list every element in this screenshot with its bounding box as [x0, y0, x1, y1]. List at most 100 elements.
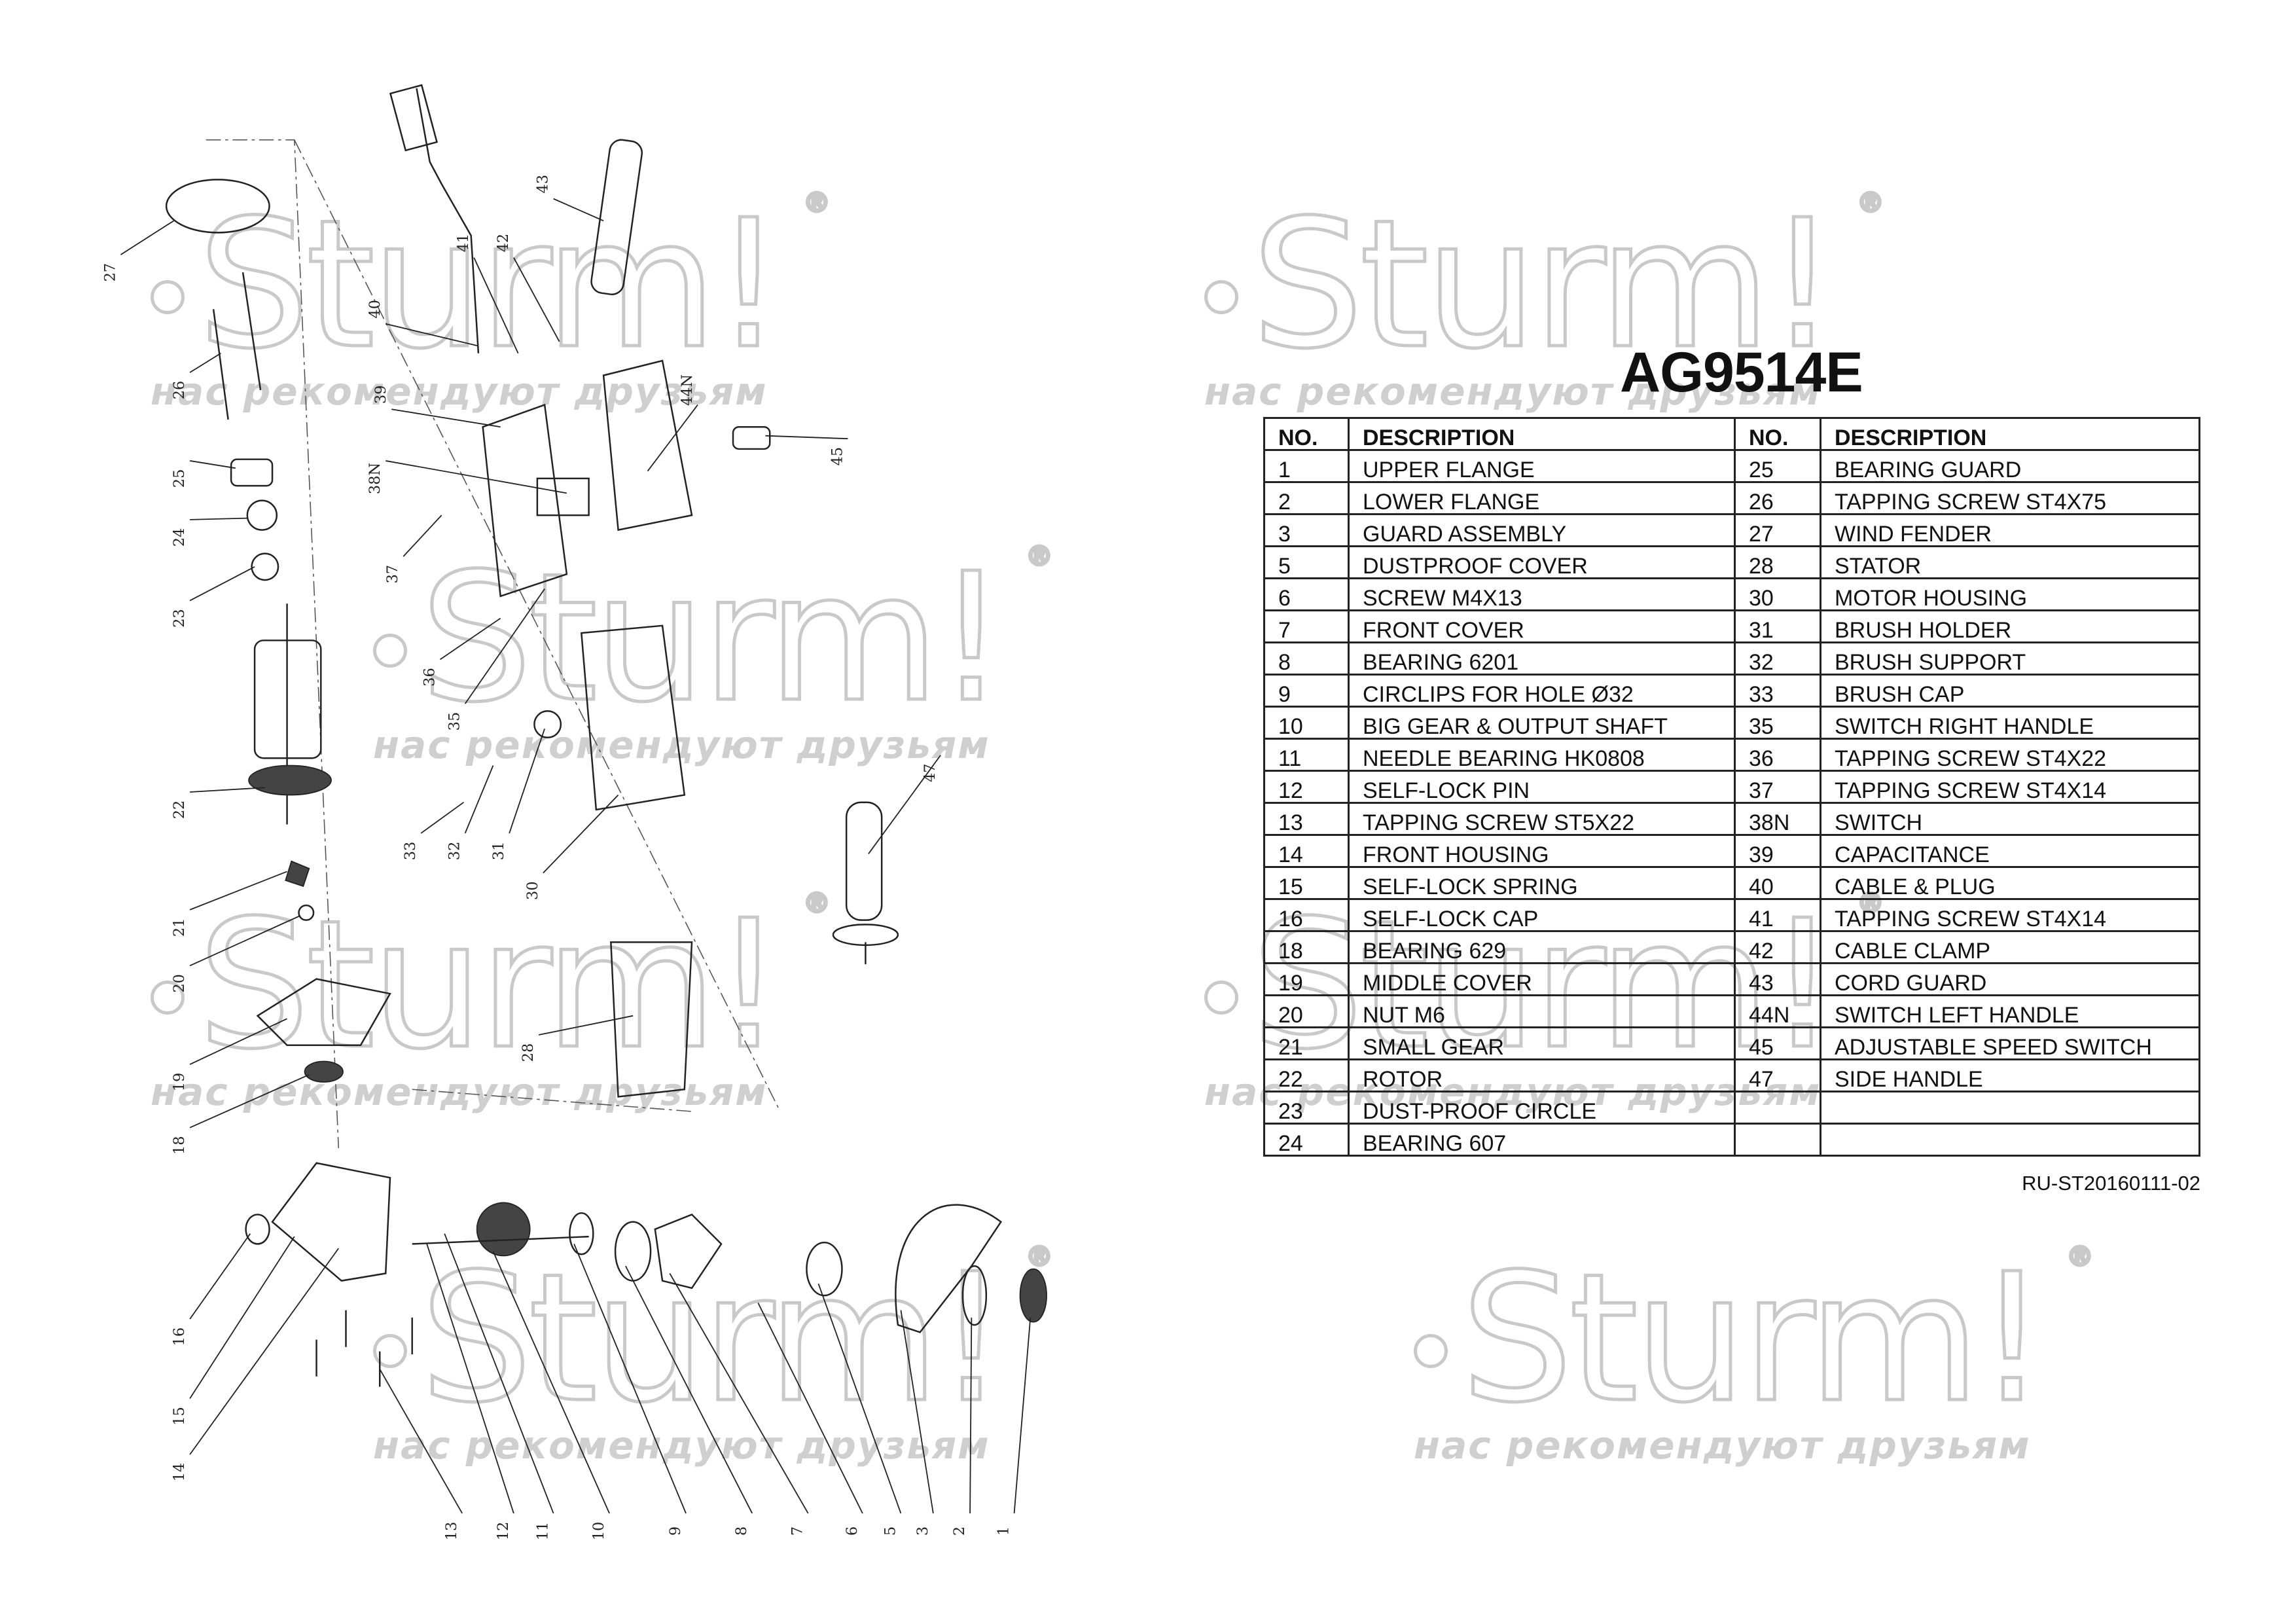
part-number: 1 [1263, 449, 1350, 483]
callout-leader-line [190, 517, 247, 520]
part-description: BEARING 607 [1348, 1123, 1736, 1157]
callout-label: 25 [171, 469, 188, 488]
bearing-607 [246, 499, 278, 531]
part-description: STATOR [1820, 545, 2200, 579]
callout-label: 38N [367, 463, 384, 494]
part-number: 3 [1263, 513, 1350, 547]
document-code: RU-ST20160111-02 [2022, 1172, 2200, 1195]
part-description: CABLE & PLUG [1820, 866, 2200, 900]
part-number: 36 [1734, 738, 1821, 772]
callout-leader-line [1013, 1317, 1031, 1514]
callout-leader-line [189, 915, 301, 967]
callout-leader-line [386, 323, 479, 347]
part-number: 31 [1734, 609, 1821, 643]
switch-right-handle [482, 403, 568, 598]
callout-leader-line [439, 617, 501, 660]
part-number: 27 [1734, 513, 1821, 547]
callout-label: 9 [667, 1526, 684, 1536]
callout-leader-line [189, 1236, 295, 1399]
part-number [1734, 1123, 1821, 1157]
circlip [569, 1212, 594, 1255]
callout-label: 14 [171, 1463, 188, 1482]
part-description: DUST-PROOF CIRCLE [1348, 1091, 1736, 1125]
callout-leader-line [120, 220, 174, 255]
bearing-629 [304, 1060, 344, 1083]
cable-and-plug [389, 84, 480, 353]
part-description [1820, 1123, 2200, 1157]
switch [536, 477, 590, 516]
callout-leader-line [492, 1251, 610, 1514]
part-number: 16 [1263, 898, 1350, 932]
callout-label: 16 [171, 1327, 188, 1346]
part-description: CIRCLIPS FOR HOLE Ø32 [1348, 674, 1736, 708]
callout-leader-line [189, 1248, 339, 1455]
part-description: TAPPING SCREW ST5X22 [1348, 802, 1736, 836]
part-description [1820, 1091, 2200, 1125]
part-number: 8 [1263, 641, 1350, 676]
part-description: TAPPING SCREW ST4X22 [1820, 738, 2200, 772]
callout-leader-line [189, 1018, 287, 1065]
callout-leader-line [647, 404, 698, 472]
part-description: UPPER FLANGE [1348, 449, 1736, 483]
part-description: BEARING 6201 [1348, 641, 1736, 676]
part-number: 19 [1263, 962, 1350, 996]
callout-leader-line [757, 1302, 863, 1514]
middle-cover [256, 978, 391, 1047]
callout-label: 3 [914, 1526, 931, 1536]
callout-label: 20 [171, 974, 188, 993]
part-description: CORD GUARD [1820, 962, 2200, 996]
callout-label: 8 [733, 1526, 750, 1536]
callout-label: 31 [490, 842, 507, 861]
callout-label: 19 [171, 1073, 188, 1092]
tapping-screws-26 [212, 272, 262, 420]
callout-leader-line [391, 408, 501, 428]
header-description: DESCRIPTION [1820, 417, 2200, 451]
part-description: FRONT HOUSING [1348, 834, 1736, 868]
part-description: WIND FENDER [1820, 513, 2200, 547]
part-description: TAPPING SCREW ST4X14 [1820, 770, 2200, 804]
part-number: 13 [1263, 802, 1350, 836]
part-number: 20 [1263, 994, 1350, 1028]
callout-label: 42 [495, 234, 512, 253]
bearing-6201 [614, 1221, 652, 1282]
callout-label: 27 [101, 263, 118, 282]
part-description: MOTOR HOUSING [1820, 577, 2200, 611]
model-title: AG9514E [1620, 341, 1863, 404]
callout-leader-line [386, 460, 567, 494]
callout-label: 21 [171, 918, 188, 937]
part-description: SMALL GEAR [1348, 1026, 1736, 1060]
callout-label: 13 [443, 1522, 460, 1541]
callout-label: 28 [520, 1043, 537, 1062]
guard-assembly [895, 1204, 1002, 1333]
part-number: 22 [1263, 1058, 1350, 1092]
part-number: 14 [1263, 834, 1350, 868]
callout-label: 2 [951, 1526, 968, 1536]
callout-label: 39 [372, 385, 389, 404]
table-header-row: NO. DESCRIPTION NO. DESCRIPTION [1263, 417, 2200, 451]
part-description: BRUSH CAP [1820, 674, 2200, 708]
part-number: 47 [1734, 1058, 1821, 1092]
part-description: SELF-LOCK PIN [1348, 770, 1736, 804]
part-number: 10 [1263, 706, 1350, 740]
callout-label: 30 [524, 881, 541, 900]
callout-label: 44N [679, 374, 696, 406]
part-description: BRUSH SUPPORT [1820, 641, 2200, 676]
callout-label: 36 [421, 668, 438, 687]
part-number: 43 [1734, 962, 1821, 996]
motor-housing [581, 624, 686, 811]
part-description: ROTOR [1348, 1058, 1736, 1092]
small-gear [285, 860, 310, 888]
callout-leader-line [573, 1244, 687, 1514]
